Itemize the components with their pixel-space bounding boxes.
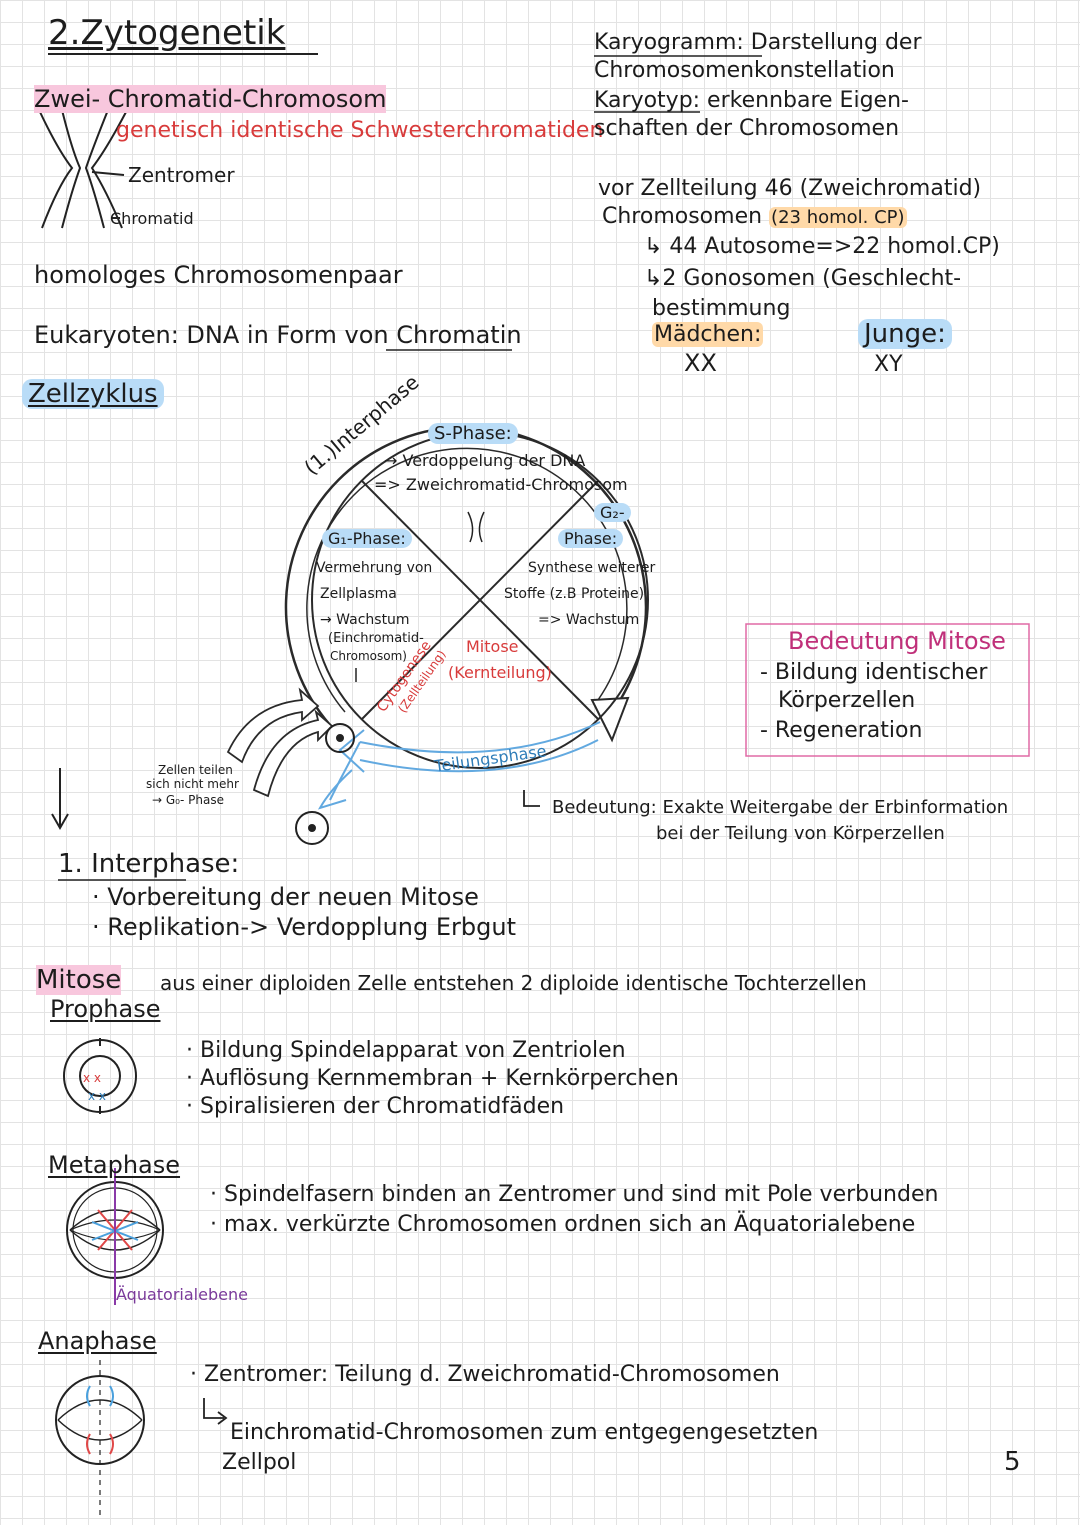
interphase-heading: 1. Interphase: [58,849,240,879]
aequatorialebene-label: Äquatorialebene [116,1285,248,1304]
vor-zellteilung-1: vor Zellteilung 46 (Zweichromatid) [598,176,982,201]
vor-zellteilung-2: Chromosomen (23 homol. CP) [602,204,907,229]
g0-line2: sich nicht mehr [146,777,239,791]
prophase-point2: · Auflösung Kernmembran + Kernkörperchen [186,1066,679,1091]
chromosome-heading-text: Zwei- Chromatid-Chromosom [34,85,387,113]
bedeutung-label: Bedeutung: [552,797,657,818]
chromosome-heading: Zwei- Chromatid-Chromosom [34,85,387,114]
eukaryoten-text: Eukaryoten: DNA in Form von [34,321,397,349]
interphase-point2: · Replikation-> Verdopplung Erbgut [92,913,516,941]
junge-text: Junge: [858,319,952,349]
anaphase-point1: · Zentromer: Teilung d. Zweichromatid-Ch… [190,1362,780,1387]
interphase-point1: · Vorbereitung der neuen Mitose [92,883,479,911]
metaphase-point2: · max. verkürzte Chromosomen ordnen sich… [210,1212,916,1237]
mitose-heading-text: Mitose [36,965,122,995]
bedeutung-box-item1b: Körperzellen [778,688,916,713]
anaphase-cell [55,1360,145,1520]
maedchen-text: Mädchen: [652,322,764,347]
maedchen-label: Mädchen: [652,322,764,347]
g2-label-b: Phase: [558,529,624,548]
chromatin-term: Chromatin [396,321,522,349]
g1-line2: Zellplasma [320,586,397,602]
karyogramm-line2: Chromosomenkonstellation [594,58,895,83]
teilungsphase-arrow [317,721,601,810]
anaphase-point2: Einchromatid-Chromosomen zum entgegenges… [230,1420,819,1445]
metaphase-heading: Metaphase [48,1151,181,1179]
page-title: 2.Zytogenetik [48,13,286,53]
prophase-point1: · Bildung Spindelapparat von Zentriolen [186,1038,626,1063]
g2-text-b: Phase: [558,529,624,548]
g1-line4: (Einchromatid- [328,631,424,646]
sister-chromatids: genetisch identische Schwesterchromatide… [116,118,604,143]
zentromer-label: Zentromer [128,163,235,187]
bedeutung-text: Exakte Weitergabe der Erbinformation [662,797,1009,818]
prophase-point3: · Spiralisieren der Chromatidfäden [186,1094,565,1119]
karyotyp-line1: Karyotyp: erkennbare Eigen- [594,88,909,113]
kernteilung-label: (Kernteilung) [448,663,552,682]
homol-cp-highlight: (23 homol. CP) [769,207,907,228]
g2-label-a: G₂- [594,503,631,522]
xx-label: XX [684,349,717,377]
homolog-pair: homologes Chromosomenpaar [34,261,403,289]
s-phase-text: S-Phase: [428,423,518,444]
down-arrow [51,768,69,831]
page-number: 5 [1004,1447,1021,1477]
anaphase-point3: Zellpol [222,1450,297,1475]
chromatid-label: Chromatid [110,209,194,228]
junge-label: Junge: [858,319,952,350]
metaphase-cell [66,1168,164,1305]
g2-line1: Synthese weiterer [528,560,656,576]
bedeutung-box-item2: - Regeneration [760,718,923,743]
bestimmung-line: bestimmung [652,296,791,321]
s-phase-chromosome [467,511,485,543]
g0-line1: Zellen teilen [158,763,233,777]
chromosomen-text: Chromosomen [602,204,770,229]
mitose-label: Mitose [466,637,519,656]
g0-line3: → G₀- Phase [152,793,224,807]
bedeutung-box-frame [745,623,1030,757]
svg-text:x x: x x [88,1089,106,1103]
bedeutung-line2: bei der Teilung von Körperzellen [656,823,945,844]
bedeutung-line1: Bedeutung: Exakte Weitergabe der Erbinfo… [552,797,1009,819]
g1-line3: → Wachstum [320,612,410,628]
zellzyklus-heading: Zellzyklus [22,379,164,410]
autosome-line: ↳ 44 Autosome=>22 homol.CP) [644,234,1000,259]
prophase-heading: Prophase [50,995,161,1023]
mitose-heading: Mitose [36,965,122,996]
s-phase-line2: => Zweichromatid-Chromosom [374,475,628,494]
svg-text:x x: x x [83,1071,101,1085]
metaphase-point1: · Spindelfasern binden an Zentromer und … [210,1182,939,1207]
eukaryoten-line: Eukaryoten: DNA in Form von Chromatin [34,321,522,350]
s-phase-label: S-Phase: [428,423,518,445]
g1-phase-label: G₁-Phase: [322,529,412,548]
mitose-desc: aus einer diploiden Zelle entstehen 2 di… [160,971,867,995]
g2-text-a: G₂- [594,503,631,522]
gonosomen-line: ↳2 Gonosomen (Geschlecht- [644,266,962,291]
g1-phase-text: G₁-Phase: [322,529,412,548]
g1-line1: Vermehrung von [316,560,433,576]
prophase-cell [63,1038,137,1114]
chromosome-sketch [39,109,127,229]
g2-line2: Stoffe (z.B Proteine) [504,586,645,602]
g2-line3: => Wachstum [538,612,640,628]
g1-line5: Chromosom) [330,649,407,663]
g0-arrows [226,687,334,798]
zellzyklus-heading-text: Zellzyklus [22,379,164,409]
cell-icons [295,723,355,845]
xy-label: XY [874,352,903,377]
karyogramm-line1: Karyogramm: Darstellung der [594,30,922,55]
karyotyp-line2: schaften der Chromosomen [594,116,900,141]
s-phase-line1: → Verdoppelung der DNA [384,451,586,470]
bedeutung-box-title: Bedeutung Mitose [788,627,1006,655]
anaphase-heading: Anaphase [38,1327,157,1355]
bedeutung-box-item1: - Bildung identischer [760,660,988,685]
